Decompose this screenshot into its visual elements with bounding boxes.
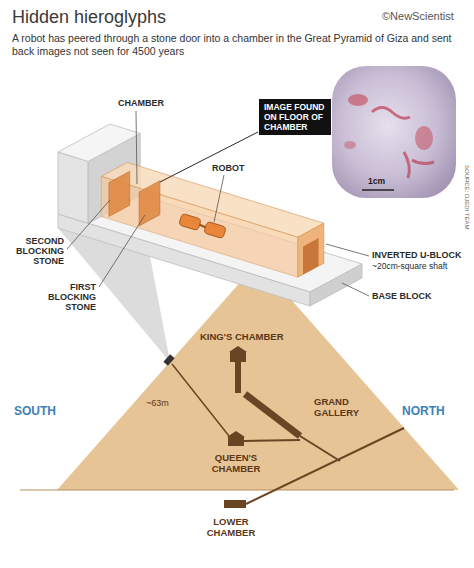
ground-line xyxy=(20,489,454,490)
scale-label: 1cm xyxy=(368,176,385,186)
relieving-chambers xyxy=(235,362,241,393)
red-mark xyxy=(344,141,356,149)
red-mark xyxy=(415,126,433,150)
callout-text: IMAGE FOUND ON FLOOR OF CHAMBER xyxy=(264,102,326,132)
queens-chamber-icon xyxy=(228,437,244,446)
dimension-label: ~63m xyxy=(146,398,169,408)
ascending-passage xyxy=(300,436,340,461)
title: Hidden hieroglyphs xyxy=(12,6,166,28)
horizontal-passage xyxy=(244,440,300,441)
leader-lines xyxy=(67,111,369,296)
u-block-front xyxy=(101,176,298,277)
lower-chamber-icon xyxy=(224,500,246,508)
descending-passage xyxy=(246,428,404,504)
part-label: FIRST BLOCKING STONE xyxy=(40,282,96,312)
chamber-label: GRAND GALLERY xyxy=(314,396,366,418)
base-block-end xyxy=(310,264,362,306)
part-label: SECOND BLOCKING STONE xyxy=(8,236,64,266)
leader-line xyxy=(214,175,224,222)
callout-leader xyxy=(160,132,258,182)
end-block-top xyxy=(58,124,140,161)
end-block-front xyxy=(58,152,88,223)
direction-label: SOUTH xyxy=(14,404,56,418)
u-block-end xyxy=(298,223,324,277)
kings-chamber-icon xyxy=(230,352,246,362)
credit: ©NewScientist xyxy=(382,10,454,23)
queens-chamber-roof xyxy=(227,431,245,437)
part-label: CHAMBER xyxy=(118,98,164,108)
kings-chamber-roof xyxy=(229,346,247,352)
leader-line xyxy=(67,200,110,249)
red-mark xyxy=(372,108,410,119)
chamber-label: KING'S CHAMBER xyxy=(200,331,284,342)
direction-label: NORTH xyxy=(402,404,445,418)
red-mark xyxy=(404,152,434,178)
chamber-label: LOWER CHAMBER xyxy=(196,516,266,538)
floor-photo xyxy=(332,66,456,198)
red-mark xyxy=(348,94,368,106)
dimension-label: ~20cm-square shaft xyxy=(372,261,447,271)
leader-line xyxy=(326,244,369,256)
leader-line xyxy=(99,215,145,287)
robot-body xyxy=(179,213,202,230)
scale-bar xyxy=(362,189,394,191)
robot-body xyxy=(204,221,227,238)
callout-box: IMAGE FOUND ON FLOOR OF CHAMBER xyxy=(258,98,332,136)
grand-gallery xyxy=(245,394,300,436)
shaft-marker xyxy=(163,354,174,365)
part-label: ROBOT xyxy=(212,163,245,173)
source-note: SOURCE: DJEDI TEAM xyxy=(463,165,470,230)
part-label: INVERTED U-BLOCK xyxy=(372,250,462,260)
south-shaft xyxy=(172,364,229,436)
leader-line xyxy=(342,283,369,296)
second-blocking-stone xyxy=(109,171,130,216)
shaft-opening xyxy=(303,238,319,274)
part-label: BASE BLOCK xyxy=(372,291,432,301)
chamber-label: QUEEN'S CHAMBER xyxy=(200,452,272,474)
caption: A robot has peered through a stone door … xyxy=(12,32,457,58)
leader-line xyxy=(136,111,137,184)
photo-ground xyxy=(332,66,456,198)
